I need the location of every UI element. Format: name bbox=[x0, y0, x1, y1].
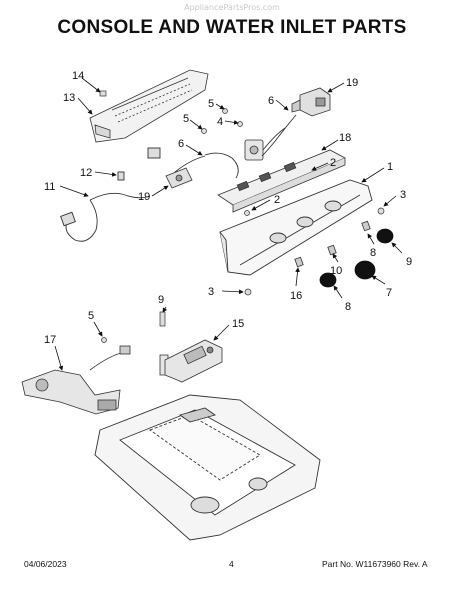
footer-page-number: 4 bbox=[229, 559, 234, 569]
page-title: CONSOLE AND WATER INLET PARTS bbox=[57, 17, 407, 38]
callout-16: 9 bbox=[158, 294, 164, 306]
callout-17: 17 bbox=[44, 334, 56, 346]
callout-5: 5 bbox=[183, 113, 189, 125]
callout-2: 2 bbox=[330, 157, 336, 169]
inlet-valve-assembly bbox=[159, 339, 223, 383]
callout-6: 6 bbox=[268, 95, 274, 107]
watermark: AppliancePartsPros.com bbox=[184, 3, 280, 12]
water-inlet bbox=[21, 345, 131, 415]
washer-top-cabinet bbox=[94, 394, 321, 541]
callout-13: 13 bbox=[63, 92, 75, 104]
callout-18: 18 bbox=[339, 132, 351, 144]
callout-10: 10 bbox=[330, 265, 342, 277]
callout-5: 5 bbox=[88, 310, 94, 322]
callout-8: 16 bbox=[290, 290, 302, 302]
screw bbox=[99, 90, 107, 97]
callout-2: 2 bbox=[274, 194, 280, 206]
screws bbox=[101, 108, 243, 343]
wire-harness bbox=[174, 114, 297, 179]
callout-11: 11 bbox=[44, 181, 55, 193]
callout-4: 4 bbox=[217, 116, 223, 128]
callout-12: 12 bbox=[80, 167, 92, 179]
leader-lines bbox=[54, 77, 403, 371]
callout-labels: 14 13 5 6 19 5 4 18 12 6 2 1 11 19 2 3 8… bbox=[44, 70, 412, 346]
callout-19: 19 bbox=[346, 77, 358, 89]
footer-part-number: Part No. W11673960 Rev. A bbox=[322, 559, 428, 569]
callout-9: 9 bbox=[406, 256, 412, 268]
control-board bbox=[217, 149, 346, 213]
console-housing bbox=[219, 179, 373, 276]
pressure-sensor bbox=[244, 127, 286, 161]
callout-7: 7 bbox=[386, 287, 392, 299]
callout-19: 19 bbox=[138, 191, 150, 203]
water-valve-connector bbox=[291, 87, 331, 117]
callout-15: 15 bbox=[232, 318, 244, 330]
knob-shafts bbox=[294, 220, 371, 268]
power-cord bbox=[60, 147, 161, 242]
knobs bbox=[319, 228, 394, 288]
callout-9: 8 bbox=[345, 301, 351, 313]
connector-harness bbox=[165, 167, 193, 189]
screw bbox=[159, 311, 166, 327]
callout-3: 3 bbox=[400, 189, 406, 201]
callout-5: 5 bbox=[208, 98, 214, 110]
console-back-panel bbox=[89, 69, 209, 143]
callout-8: 8 bbox=[370, 247, 376, 259]
footer-date: 04/06/2023 bbox=[24, 559, 67, 569]
callout-3: 3 bbox=[208, 286, 214, 298]
callout-14: 14 bbox=[72, 70, 84, 82]
clip-screws bbox=[244, 207, 385, 296]
callout-1: 1 bbox=[387, 161, 393, 173]
callout-6: 6 bbox=[178, 138, 184, 150]
